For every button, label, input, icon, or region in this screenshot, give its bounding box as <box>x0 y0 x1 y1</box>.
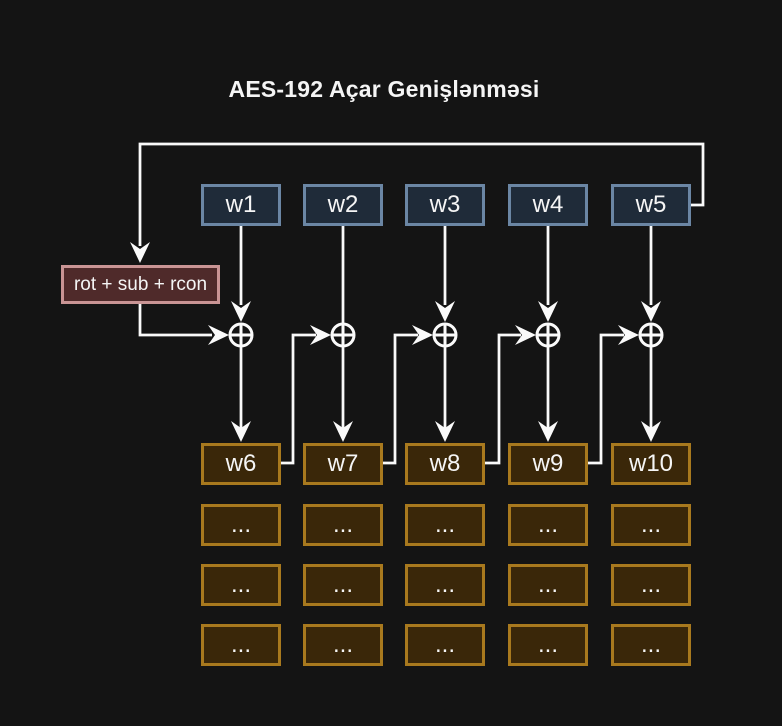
arrow-w1-to-xor1 <box>231 226 251 322</box>
arrow-xor1-to-w6 <box>231 346 251 442</box>
ellipsis-box: ... <box>405 504 485 546</box>
arrow-w9-to-xor5 <box>588 325 639 465</box>
ellipsis-box: ... <box>303 564 383 606</box>
node-w7: w7 <box>303 443 383 485</box>
arrow-w3-to-xor3 <box>435 226 455 322</box>
node-w9: w9 <box>508 443 588 485</box>
ellipsis-box: ... <box>508 624 588 666</box>
diagram-title: AES-192 Açar Genişlənməsi <box>228 76 540 102</box>
arrow-xor3-to-w8 <box>435 346 455 442</box>
node-w10: w10 <box>611 443 691 485</box>
node-w3: w3 <box>405 184 485 226</box>
node-w1: w1 <box>201 184 281 226</box>
ellipsis-box: ... <box>508 504 588 546</box>
node-w6: w6 <box>201 443 281 485</box>
ellipsis-box: ... <box>201 624 281 666</box>
ellipsis-box: ... <box>405 624 485 666</box>
arrow-xor5-to-w10 <box>641 346 661 442</box>
node-w5: w5 <box>611 184 691 226</box>
arrow-w5-to-xor5 <box>641 226 661 322</box>
feedback-arrow-w5-to-transform <box>130 142 705 263</box>
ellipsis-box: ... <box>611 504 691 546</box>
ellipsis-box: ... <box>611 624 691 666</box>
xor-icon <box>330 322 356 348</box>
node-transform: rot + sub + rcon <box>61 265 220 304</box>
xor-icon <box>638 322 664 348</box>
node-w2: w2 <box>303 184 383 226</box>
arrow-w8-to-xor4 <box>485 325 536 465</box>
arrow-xor4-to-w9 <box>538 346 558 442</box>
xor-icon <box>535 322 561 348</box>
ellipsis-box: ... <box>201 504 281 546</box>
node-w4: w4 <box>508 184 588 226</box>
arrow-w4-to-xor4 <box>538 226 558 322</box>
ellipsis-box: ... <box>303 624 383 666</box>
ellipsis-box: ... <box>303 504 383 546</box>
ellipsis-box: ... <box>405 564 485 606</box>
xor-icon <box>432 322 458 348</box>
arrow-w6-to-xor2 <box>281 325 331 465</box>
ellipsis-box: ... <box>611 564 691 606</box>
node-w8: w8 <box>405 443 485 485</box>
arrow-transform-to-xor1 <box>138 304 229 345</box>
arrow-w7-to-xor3 <box>383 325 433 465</box>
arrow-xor2-to-w7 <box>333 346 353 442</box>
ellipsis-box: ... <box>201 564 281 606</box>
ellipsis-box: ... <box>508 564 588 606</box>
xor-icon <box>228 322 254 348</box>
